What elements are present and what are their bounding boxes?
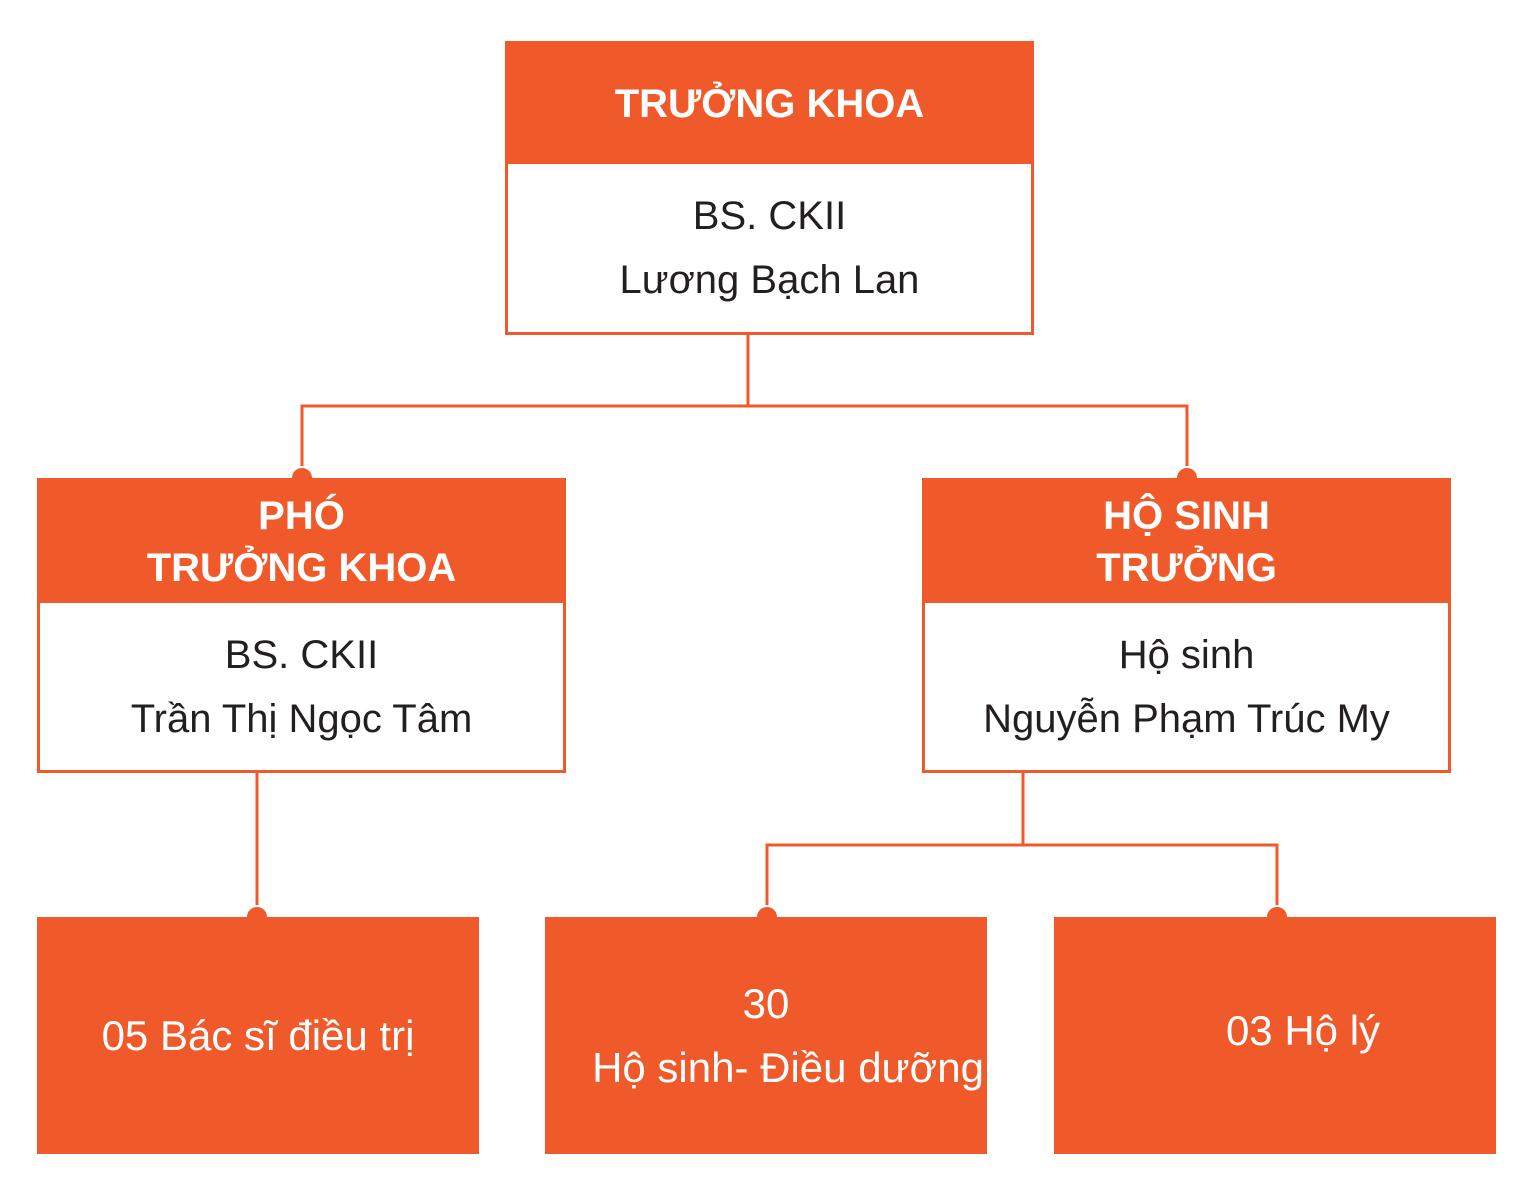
midwives-label: Hộ sinh- Điều dưỡng [592,1043,984,1091]
person-name: Trần Thị Ngọc Tâm [130,696,473,741]
node-truong-khoa-body: BS. CKII Lương Bạch Lan [508,164,1031,332]
node-pho-truong-khoa: PHÓ TRƯỞNG KHOA BS. CKII Trần Thị Ngọc T… [37,478,566,773]
title-line-2: TRƯỞNG KHOA [146,546,457,590]
connector-root-to-deputy [300,335,750,478]
node-ho-sinh-truong: HỘ SINH TRƯỞNG Hộ sinh Nguyễn Phạm Trúc … [922,478,1451,773]
connector-head-midwife-to-orderlies [1023,843,1279,917]
title-line-1: PHÓ [258,494,345,538]
connector-root-to-head-midwife [748,404,1189,478]
node-ho-sinh-truong-body: Hộ sinh Nguyễn Phạm Trúc My [925,603,1448,770]
node-ho-ly: 03 Hộ lý [1054,917,1496,1154]
node-pho-truong-khoa-title: PHÓ TRƯỞNG KHOA [40,481,563,603]
person-name: Lương Bạch Lan [619,258,920,302]
connector-head-midwife-to-midwives [765,772,1025,917]
person-name: Nguyễn Phạm Trúc My [983,696,1390,741]
node-bac-si-dieu-tri: 05 Bác sĩ điều trị [37,917,479,1154]
credential-text: BS. CKII [692,194,847,238]
node-ho-sinh-dieu-duong: 30 Hộ sinh- Điều dưỡng [545,917,987,1154]
node-truong-khoa-title: TRƯỞNG KHOA [508,44,1031,164]
doctors-text: 05 Bác sĩ điều trị [101,1011,415,1059]
title-line-1: HỘ SINH [1103,494,1270,538]
midwives-count: 30 [742,979,790,1027]
role-text: Hộ sinh [1118,632,1255,677]
credential-text: BS. CKII [224,632,379,677]
orderlies-text: 03 Hộ lý [1225,1006,1381,1054]
title-line-2: TRƯỞNG [1096,546,1277,590]
node-ho-sinh-truong-title: HỘ SINH TRƯỞNG [925,481,1448,603]
title-text: TRƯỞNG KHOA [614,82,925,126]
node-truong-khoa: TRƯỞNG KHOA BS. CKII Lương Bạch Lan [505,41,1034,335]
node-pho-truong-khoa-body: BS. CKII Trần Thị Ngọc Tâm [40,603,563,770]
